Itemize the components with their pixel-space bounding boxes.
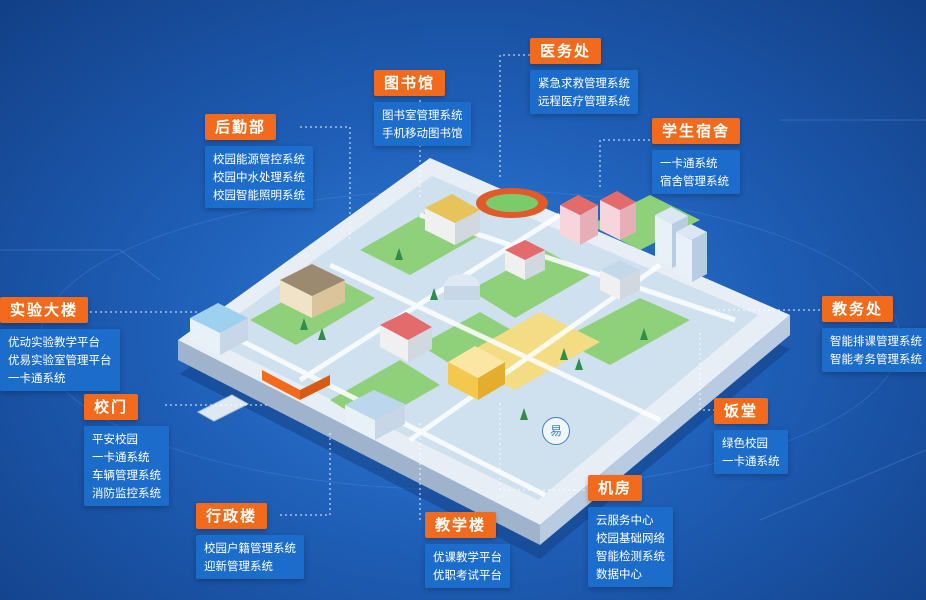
building-dorm-1 — [560, 195, 598, 245]
callout-item: 优易实验室管理平台 — [8, 353, 112, 367]
callout-title: 行政楼 — [196, 503, 268, 529]
tablet-side — [178, 340, 540, 545]
callout-item: 智能排课管理系统 — [830, 334, 922, 348]
callout-item: 平安校园 — [92, 432, 138, 446]
building-hall — [280, 264, 345, 318]
callout-items: 校园能源管控系统 校园中水处理系统 校园智能照明系统 — [205, 146, 313, 208]
brand-mark: 易 — [542, 417, 570, 445]
callout-items: 紧急求救管理系统 远程医疗管理系统 — [530, 70, 638, 114]
callout-yiwuchu: 医务处 紧急求救管理系统 远程医疗管理系统 — [530, 38, 638, 114]
callout-items: 优动实验教学平台 优易实验室管理平台 一卡通系统 — [0, 329, 120, 391]
callout-item: 一卡通系统 — [722, 454, 780, 468]
callout-title: 实验大楼 — [0, 297, 89, 323]
callout-items: 云服务中心 校园基础网络 智能检测系统 数据中心 — [588, 507, 673, 587]
callout-items: 平安校园 一卡通系统 车辆管理系统 消防监控系统 — [84, 426, 169, 506]
callout-item: 校园基础网络 — [596, 531, 665, 545]
connector-lines — [90, 54, 820, 520]
building-library — [425, 194, 480, 245]
callout-jifang: 机房 云服务中心 校园基础网络 智能检测系统 数据中心 — [588, 475, 673, 587]
callout-item: 校园智能照明系统 — [213, 188, 305, 202]
callout-item: 智能考务管理系统 — [830, 352, 922, 366]
callout-jiaoxuelou: 教学楼 优课教学平台 优职考试平台 — [425, 512, 510, 588]
callout-item: 校园中水处理系统 — [213, 170, 305, 184]
keyboard-device — [196, 394, 250, 422]
callout-item: 迎新管理系统 — [204, 559, 273, 573]
trees — [300, 248, 648, 420]
callout-items: 优课教学平台 优职考试平台 — [425, 544, 510, 588]
callout-title: 教务处 — [822, 296, 894, 322]
callout-title: 医务处 — [530, 38, 602, 64]
callout-item: 一卡通系统 — [92, 450, 150, 464]
callout-title: 校门 — [84, 394, 139, 420]
callout-item: 手机移动图书馆 — [382, 126, 463, 140]
running-track — [476, 188, 548, 218]
callout-item: 远程医疗管理系统 — [538, 94, 630, 108]
callout-item: 消防监控系统 — [92, 486, 161, 500]
callout-title: 机房 — [588, 475, 643, 501]
callout-items: 一卡通系统 宿舍管理系统 — [652, 150, 741, 194]
callout-item: 校园户籍管理系统 — [204, 541, 296, 555]
callout-houqinbu: 后勤部 校园能源管控系统 校园中水处理系统 校园智能照明系统 — [205, 114, 313, 208]
callout-item: 宿舍管理系统 — [660, 174, 729, 188]
callout-item: 智能检测系统 — [596, 549, 665, 563]
building-dorm-2 — [600, 191, 636, 240]
callout-items: 绿色校园 一卡通系统 — [714, 430, 788, 474]
callout-item: 优职考试平台 — [433, 568, 502, 582]
callout-item: 绿色校园 — [722, 436, 768, 450]
building-admin — [345, 390, 405, 440]
building-canteen — [600, 260, 640, 300]
callout-item: 优课教学平台 — [433, 550, 502, 564]
callout-xueshengsushe: 学生宿舍 一卡通系统 宿舍管理系统 — [652, 118, 741, 194]
callout-items: 智能排课管理系统 智能考务管理系统 — [822, 328, 926, 372]
callout-items: 图书室管理系统 手机移动图书馆 — [374, 102, 471, 146]
callout-xiaomen: 校门 平安校园 一卡通系统 车辆管理系统 消防监控系统 — [84, 394, 169, 506]
callout-title: 教学楼 — [425, 512, 497, 538]
building-teaching — [448, 346, 505, 400]
building-medical — [505, 240, 545, 280]
callout-item: 紧急求救管理系统 — [538, 76, 630, 90]
callout-item: 优动实验教学平台 — [8, 335, 100, 349]
buildings — [190, 191, 707, 440]
callout-tushuguan: 图书馆 图书室管理系统 手机移动图书馆 — [374, 70, 471, 146]
callout-items: 校园户籍管理系统 迎新管理系统 — [196, 535, 304, 579]
callout-item: 车辆管理系统 — [92, 468, 161, 482]
callout-item: 数据中心 — [596, 567, 642, 581]
callout-shiyandalou: 实验大楼 优动实验教学平台 优易实验室管理平台 一卡通系统 — [0, 297, 120, 391]
callout-title: 饭堂 — [714, 398, 769, 424]
building-tower-2 — [676, 224, 707, 282]
callout-item: 一卡通系统 — [660, 156, 718, 170]
callout-xingzhenglou: 行政楼 校园户籍管理系统 迎新管理系统 — [196, 503, 304, 579]
callout-title: 学生宿舍 — [652, 118, 741, 144]
callout-title: 后勤部 — [205, 114, 277, 140]
callout-item: 云服务中心 — [596, 513, 654, 527]
building-gate-area — [262, 370, 330, 400]
building-lab — [190, 303, 248, 355]
callout-item: 校园能源管控系统 — [213, 152, 305, 166]
callout-title: 图书馆 — [374, 70, 446, 96]
callout-jiaowuchu: 教务处 智能排课管理系统 智能考务管理系统 — [822, 296, 926, 372]
building-center — [380, 312, 432, 362]
callout-fantang: 饭堂 绿色校园 一卡通系统 — [714, 398, 788, 474]
building-dome — [444, 274, 480, 300]
callout-item: 一卡通系统 — [8, 371, 66, 385]
callout-item: 图书室管理系统 — [382, 108, 463, 122]
